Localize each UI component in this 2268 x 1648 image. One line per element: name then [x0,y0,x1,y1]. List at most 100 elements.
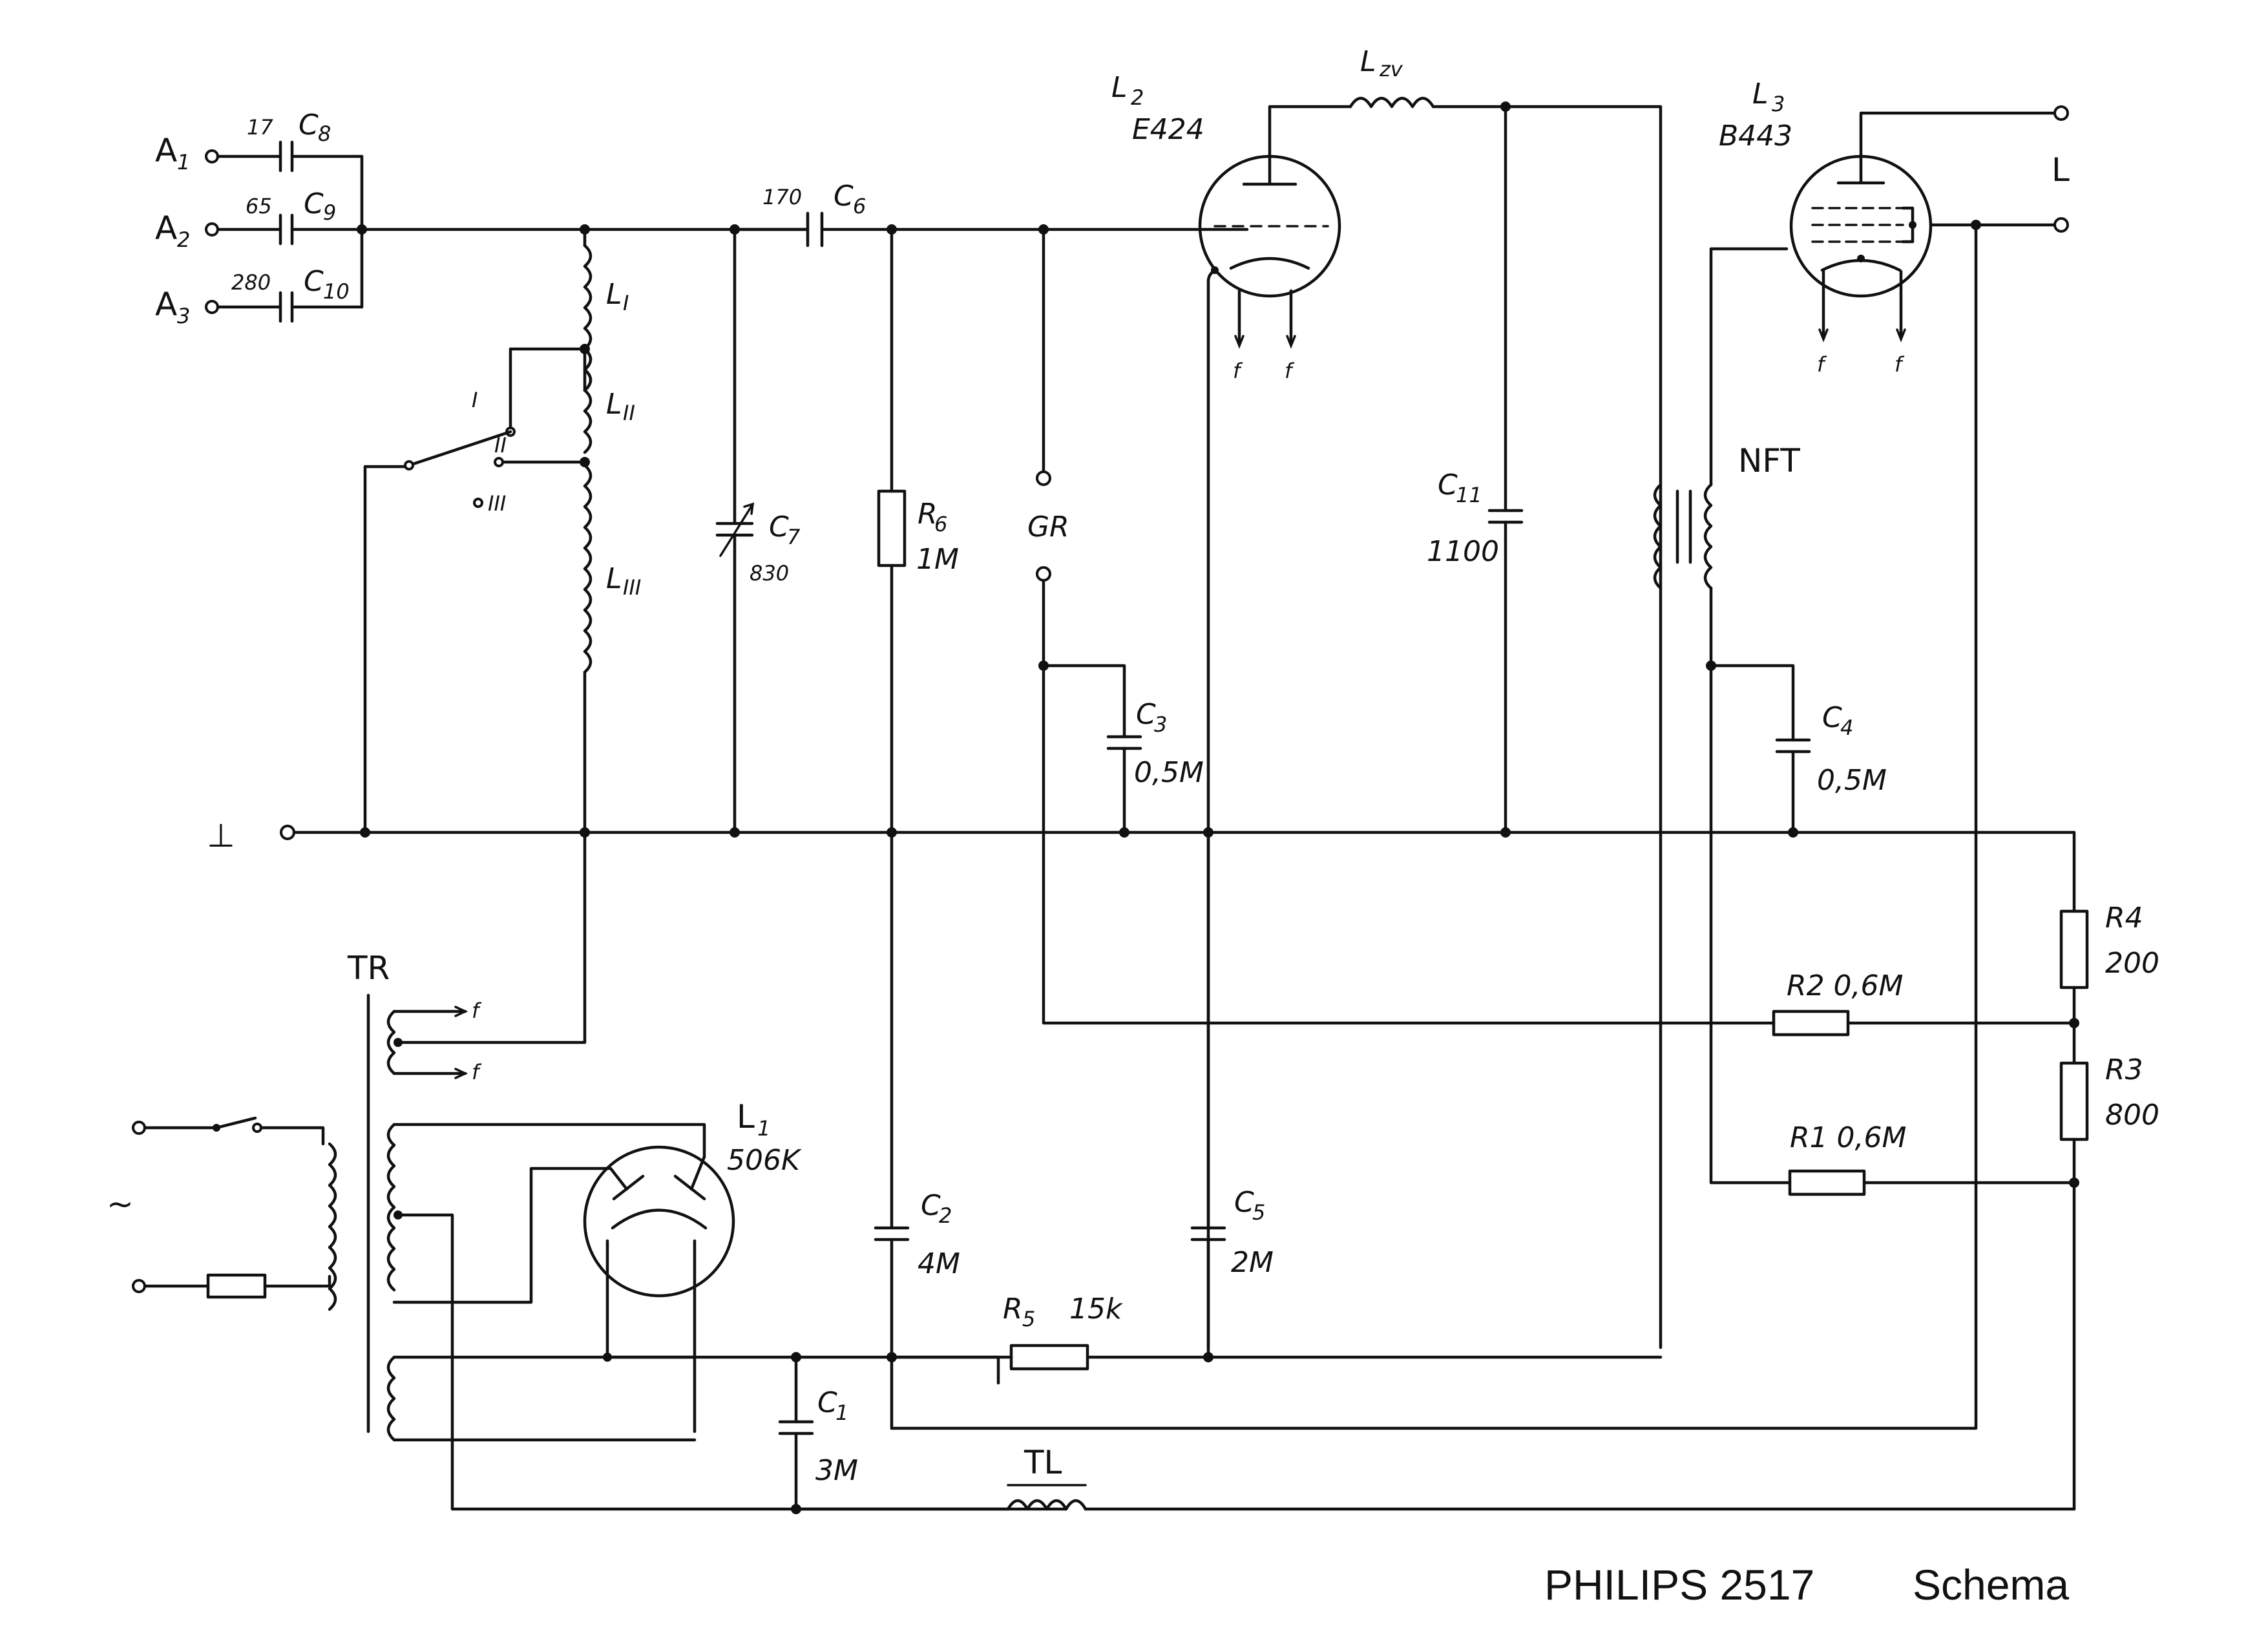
c6-value: 170 [762,185,802,209]
c3-value: 0,5M [1134,756,1204,789]
ground-bus: ⊥ [207,817,2076,913]
c2-value: 4M [918,1247,960,1280]
switch-pos-ii: II [494,433,507,458]
gramophone-input: GR [1027,227,1776,1025]
speaker-terminal-b[interactable] [2053,217,2069,233]
antenna-inputs: A 1 17 C 8 A 2 65 C 9 A 3 280 C 10 [155,109,364,328]
gr-label: GR [1027,511,1069,544]
coil-liii-label: L [606,562,622,595]
c1-value: 3M [815,1454,858,1487]
choke-lzv: L zv [1268,45,1663,1349]
tr-label: TR [347,949,390,987]
resistor-r1: R1 0,6M [1788,1121,2076,1196]
coil-lii-label: L [606,388,622,421]
tube-l3-label: L [1752,78,1769,111]
gr-terminal-bottom[interactable] [1036,566,1051,582]
antenna-a2-terminal[interactable] [205,222,219,237]
c10-value: 280 [231,270,271,295]
ground-terminal[interactable] [280,825,295,840]
c11-sub: 11 [1456,483,1482,507]
tr-heater-f1: f [472,998,482,1023]
speaker-terminal-a[interactable] [2053,105,2069,121]
r5-sub: 5 [1022,1307,1035,1331]
c9-sub: 9 [323,200,336,225]
coil-liii-sub: III [623,575,641,600]
r3-value: 800 [2105,1099,2159,1132]
coil-li-label: L [606,278,622,311]
gr-terminal-top[interactable] [1036,470,1051,486]
capacitor-c4: C 4 0,5M [1709,664,1887,834]
c10-label: C [304,265,324,298]
tube-l3-type: B443 [1719,120,1792,153]
antenna-a3-sub: 3 [177,304,190,328]
c2-label: C [921,1189,941,1222]
tr-heater-f2: f [472,1060,482,1084]
bias-divider: R4 200 R3 800 [2059,902,2159,1511]
c6-label: C [834,180,854,213]
r1-label: R1 0,6M [1790,1121,1907,1154]
mains-terminal-a[interactable] [132,1121,146,1135]
antenna-a3-label: A [155,286,177,323]
tube-l3-filament-b: f [1895,352,1905,377]
coil-lii-sub: II [623,401,635,425]
nft-label: NFT [1738,442,1800,480]
r3-label: R3 [2105,1053,2143,1086]
resistor-r5: R 5 15k [890,1293,1663,1371]
c10-sub: 10 [323,279,350,304]
choke-tl: TL [794,1444,2076,1511]
tube-l1-label: L [737,1098,755,1136]
antenna-a3-terminal[interactable] [205,300,219,314]
power-transformer-tr: TR f f [347,830,1068,1511]
c1-sub: 1 [835,1400,848,1425]
r5-label: R [1003,1293,1023,1326]
c4-label: C [1822,701,1842,734]
antenna-a2-sub: 2 [177,227,190,252]
band-switch[interactable]: I II III [363,347,587,834]
coil-li-sub: I [623,291,629,315]
antenna-a1-label: A [155,132,177,169]
antenna-a2-label: A [155,209,177,247]
tube-l3-filament-a: f [1817,352,1827,377]
rectifier-output-rail [605,1355,1000,1385]
r6-sub: 6 [934,512,947,536]
c11-value: 1100 [1427,535,1499,568]
c5-value: 2M [1231,1246,1274,1279]
mains-terminal-b[interactable] [132,1279,146,1293]
capacitor-c2: C 2 4M [874,830,960,1430]
tube-l2-type: E424 [1132,113,1204,146]
c9-label: C [304,187,324,220]
mains-fuse [206,1273,267,1299]
c4-value: 0,5M [1817,764,1887,797]
c8-label: C [299,109,319,142]
speaker-label: L [2052,151,2070,189]
r6-label: R [918,498,938,531]
tube-l2-sub: 2 [1131,85,1144,110]
lzv-label: L [1360,45,1376,78]
capacitor-c3: C 3 0,5M [1106,698,1204,834]
c7-value: 830 [750,561,789,586]
c3-sub: 3 [1154,712,1167,737]
capacitor-c7-variable: C 7 830 [715,227,801,834]
ground-symbol: ⊥ [207,817,235,854]
c11-label: C [1438,469,1458,502]
mains-symbol: ~ [107,1185,134,1223]
tube-l3: L 3 B443 f f L [1719,78,2070,377]
r4-value: 200 [2105,947,2159,980]
rectifier-tube-l1: L 1 506K [450,1098,802,1362]
tube-l1-type: 506K [727,1144,802,1177]
tube-l2: L 2 E424 f f [1111,71,1341,1349]
lzv-sub: zv [1379,57,1403,81]
antenna-a1-terminal[interactable] [205,149,219,164]
capacitor-c11: C 11 1100 [1427,105,1524,834]
r5-value: 15k [1069,1293,1123,1326]
r4-label: R4 [2105,902,2143,935]
c4-sub: 4 [1840,715,1853,740]
transformer-nft: NFT [1653,247,1800,1185]
c9-value: 65 [246,194,272,218]
mains-input: ~ [107,1116,337,1311]
c5-label: C [1234,1186,1254,1219]
c5-sub: 5 [1252,1200,1265,1225]
resistor-r2: R2 0,6M [1772,969,2076,1037]
tube-l2-label: L [1111,71,1128,104]
